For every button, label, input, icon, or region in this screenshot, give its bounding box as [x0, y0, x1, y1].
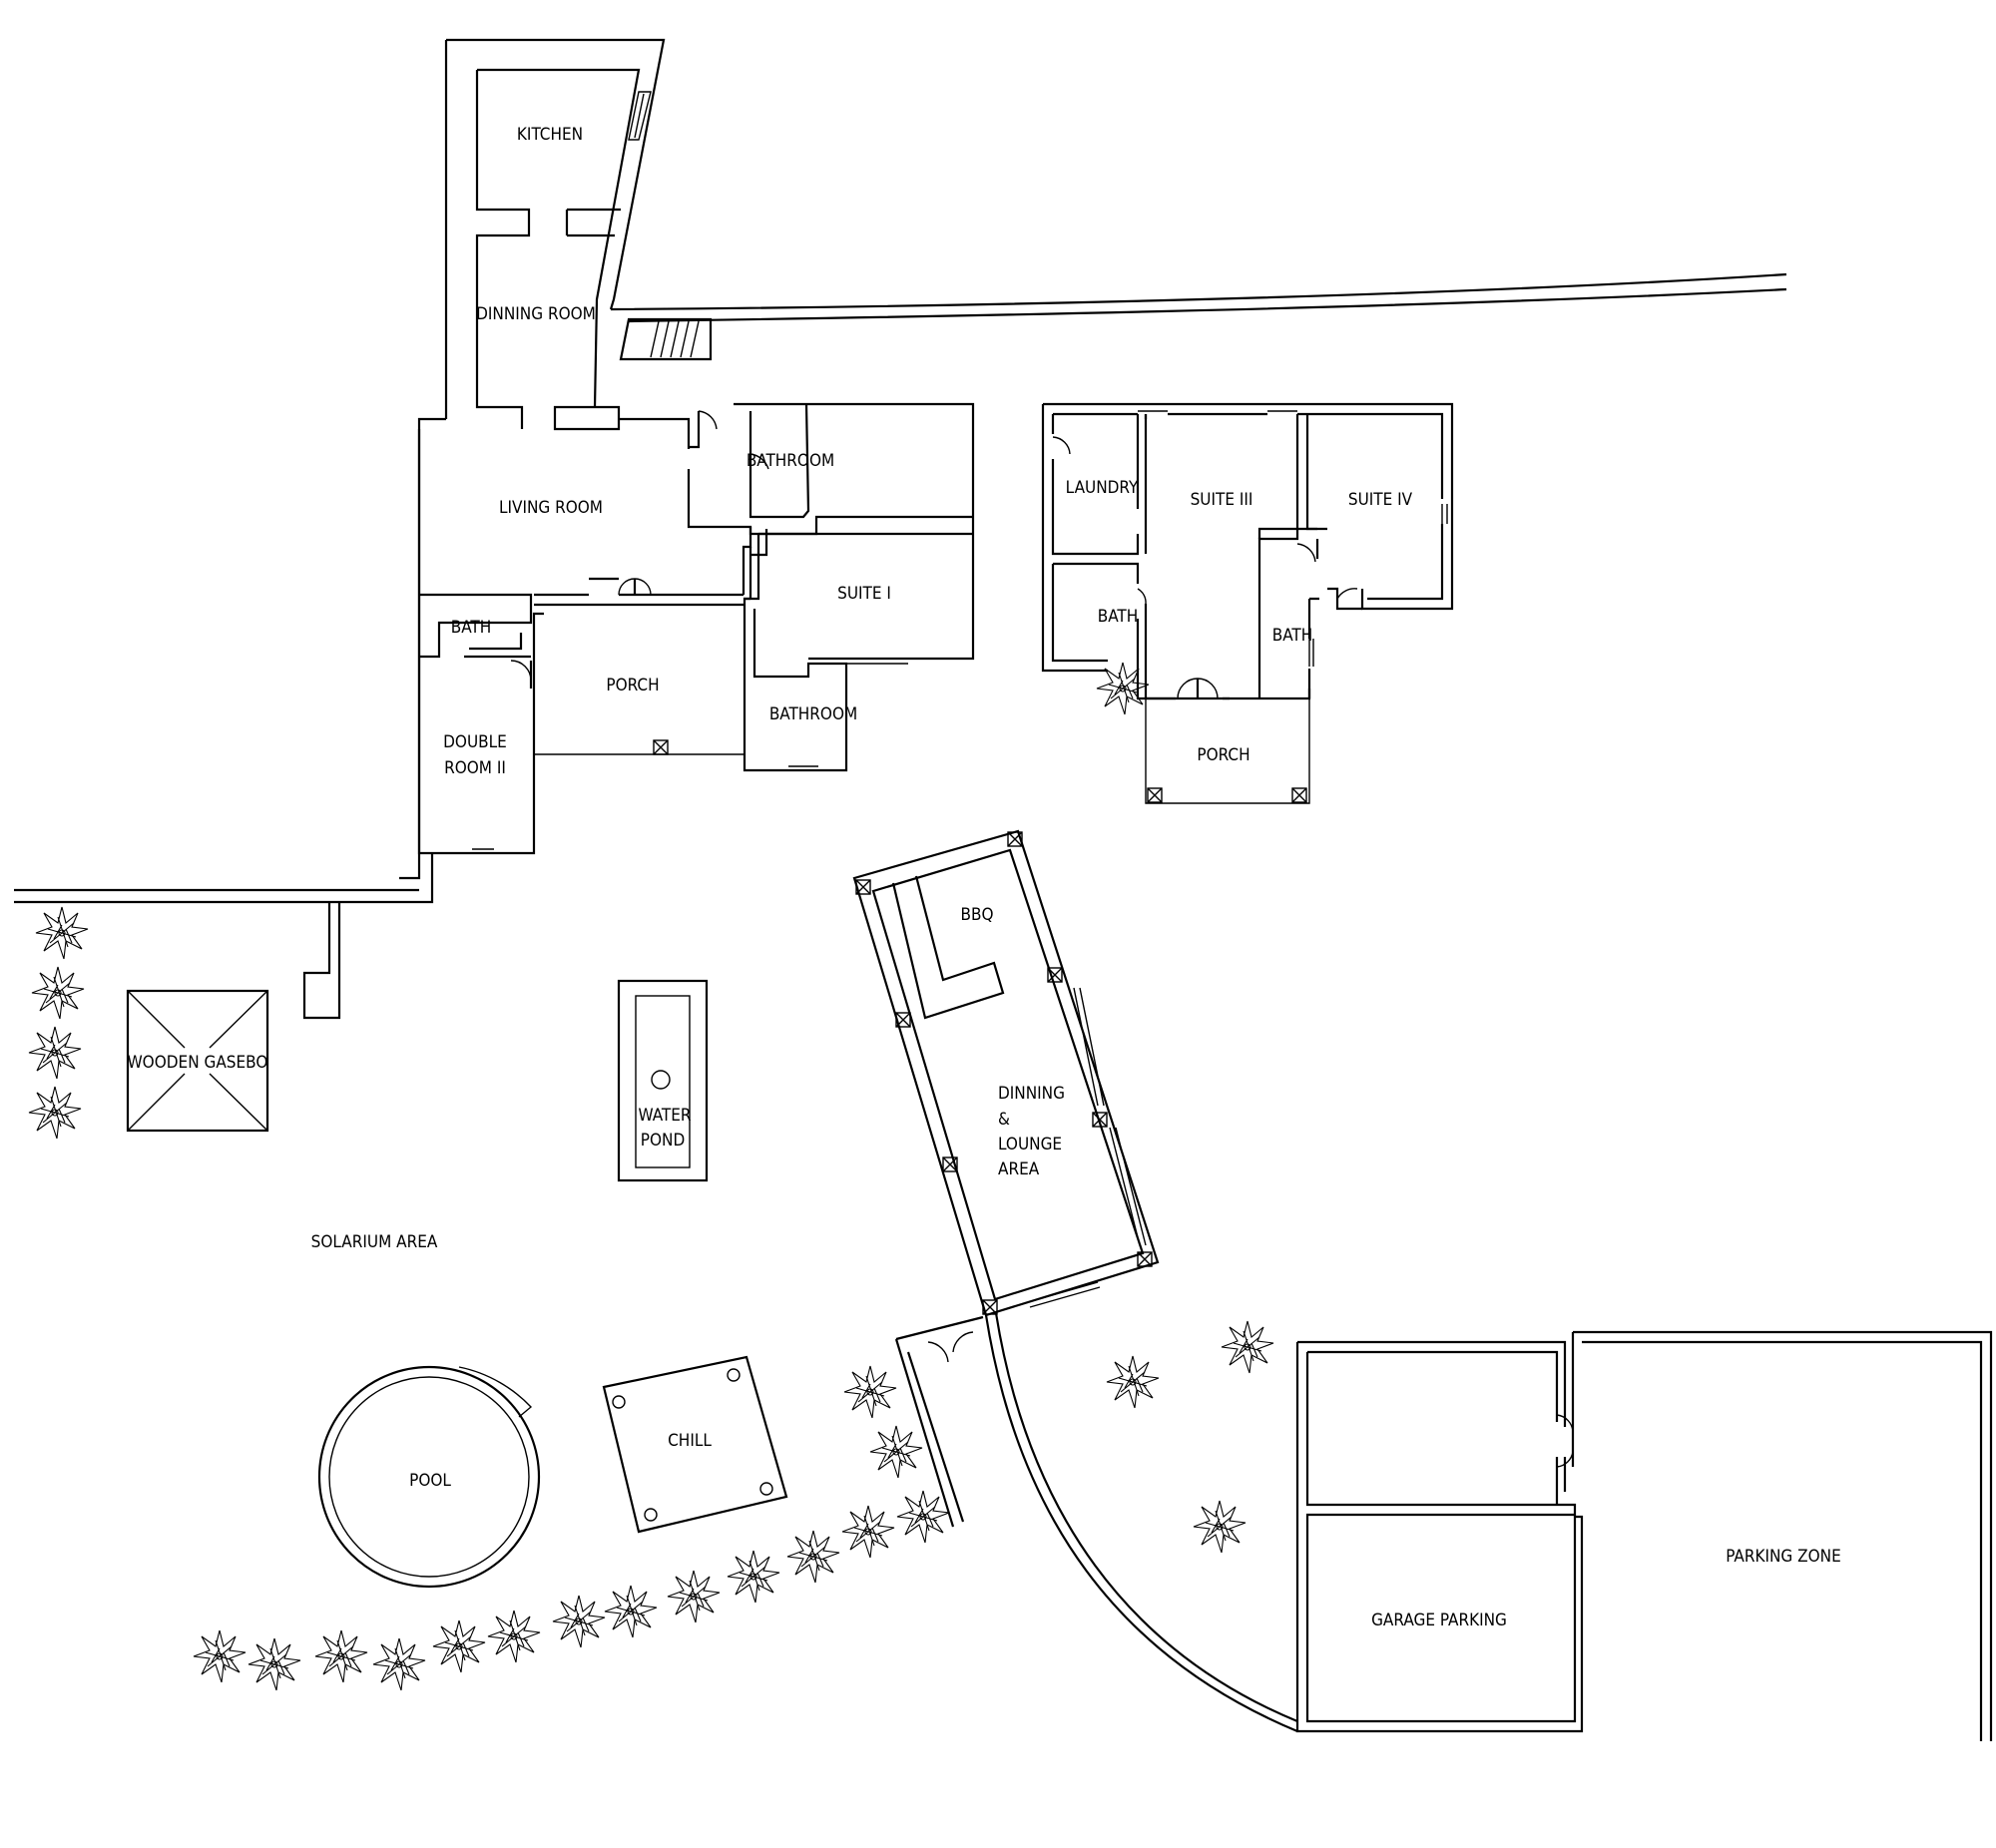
label-suite-3: SUITE III	[1191, 490, 1253, 510]
label-bath-3: BATH	[1272, 626, 1312, 646]
label-dinning-lounge-line2: &	[998, 1110, 1010, 1130]
label-suite-4: SUITE IV	[1348, 490, 1413, 510]
label-double-room-line2: ROOM II	[444, 758, 506, 778]
wooden-gasebo	[126, 989, 269, 1133]
water-pond	[617, 979, 709, 1182]
label-bath-1: BATH	[451, 618, 491, 638]
landscape-shrubs	[28, 662, 1274, 1691]
label-double-room-line1: DOUBLE	[443, 732, 507, 752]
label-bathroom-2: BATHROOM	[769, 704, 857, 724]
label-bbq: BBQ	[960, 905, 993, 925]
chill-deck	[602, 1355, 788, 1534]
main-house	[399, 38, 975, 880]
garage-parking-block	[1295, 1330, 1993, 1741]
dinning-lounge-pavilion	[852, 829, 1298, 1733]
label-kitchen: KITCHEN	[517, 125, 583, 145]
label-pool: POOL	[409, 1471, 451, 1491]
label-dinning-room: DINNING ROOM	[476, 304, 596, 324]
label-chill: CHILL	[668, 1431, 712, 1451]
label-laundry: LAUNDRY	[1066, 478, 1139, 498]
label-solarium-area: SOLARIUM AREA	[311, 1232, 438, 1252]
label-water-pond-line1: WATER	[639, 1106, 692, 1126]
label-porch-2: PORCH	[1197, 745, 1249, 765]
label-garage-parking: GARAGE PARKING	[1371, 1611, 1507, 1630]
label-dinning-lounge-line3: LOUNGE	[998, 1135, 1062, 1155]
label-living-room: LIVING ROOM	[499, 498, 603, 518]
label-wooden-gasebo: WOODEN GASEBO	[128, 1053, 268, 1073]
label-porch-1: PORCH	[606, 676, 659, 695]
suites-block	[1041, 402, 1454, 804]
label-water-pond-line2: POND	[641, 1131, 685, 1151]
room-labels: KITCHEN DINNING ROOM LIVING ROOM BATHROO…	[128, 125, 1841, 1630]
label-dinning-lounge-line1: DINNING	[998, 1084, 1065, 1104]
label-bathroom-1: BATHROOM	[747, 451, 834, 471]
label-bath-2: BATH	[1098, 607, 1138, 627]
label-parking-zone: PARKING ZONE	[1726, 1547, 1841, 1567]
stairs	[619, 317, 713, 361]
pool	[317, 1365, 541, 1589]
site-boundary	[14, 272, 1787, 1020]
label-dinning-lounge-line4: AREA	[998, 1159, 1040, 1179]
label-suite-1: SUITE I	[837, 584, 891, 604]
